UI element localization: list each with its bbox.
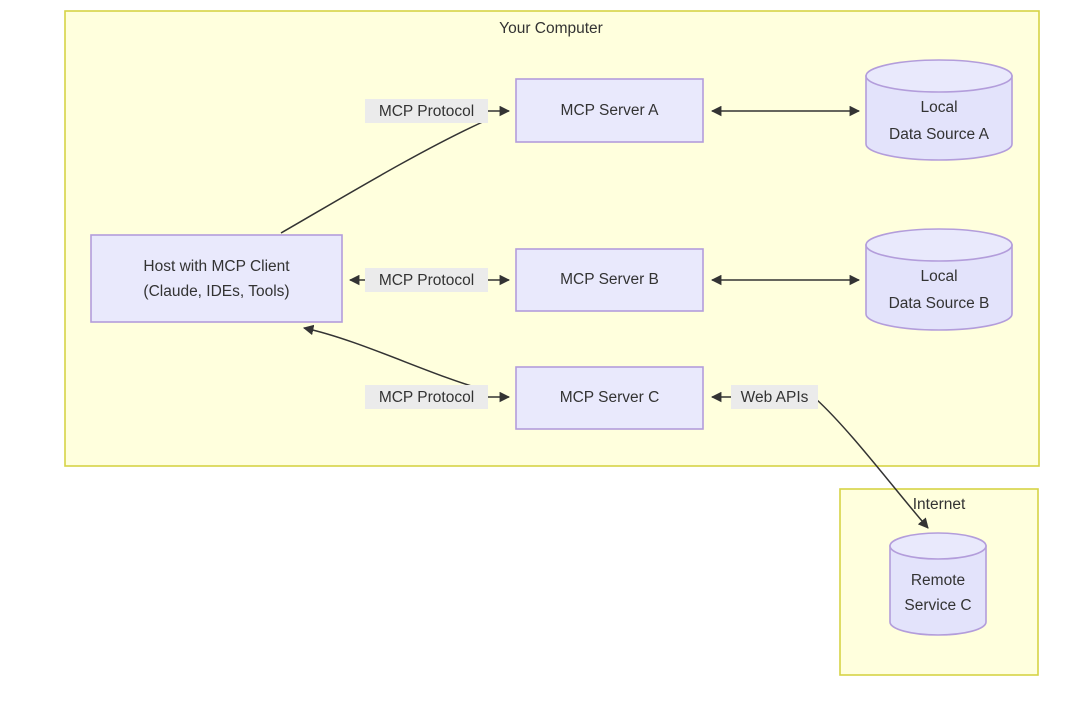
node-host-with-mcp-client[interactable]: Host with MCP Client (Claude, IDEs, Tool… (90, 234, 343, 323)
your-computer-label: Your Computer (499, 20, 603, 37)
mcp-server-c-box[interactable] (515, 366, 704, 430)
group-internet: Internet (839, 488, 1039, 676)
node-mcp-server-c[interactable]: MCP Server C (515, 366, 704, 430)
edge-host-to-server-c (302, 324, 511, 403)
edge-host-to-server-a (280, 105, 511, 234)
mcp-server-a-box[interactable] (515, 78, 704, 143)
host-label-line1: Host with MCP Client (143, 258, 290, 275)
edge-label-host-to-server-a: MCP Protocol (365, 99, 488, 123)
edge-label-host-to-server-b-bg (365, 268, 488, 292)
local-data-source-a-body[interactable] (865, 75, 1013, 161)
local-data-source-b-body[interactable] (865, 244, 1013, 331)
node-local-data-source-a[interactable]: Local Data Source A (865, 59, 1013, 161)
remote-service-c-label-line1: Remote (911, 572, 965, 589)
node-local-data-source-b[interactable]: Local Data Source B (865, 228, 1013, 331)
edge-label-host-to-server-c-text: MCP Protocol (379, 389, 474, 406)
edge-host-to-server-a-curve (280, 119, 488, 234)
host-box[interactable] (90, 234, 343, 323)
edge-label-web-apis: Web APIs (731, 385, 818, 409)
node-remote-service-c[interactable]: Remote Service C (889, 532, 987, 636)
edge-label-host-to-server-a-text: MCP Protocol (379, 103, 474, 120)
remote-service-c-body[interactable] (889, 545, 987, 636)
edge-label-host-to-server-c: MCP Protocol (365, 385, 488, 409)
local-data-source-a-label-line1: Local (920, 99, 957, 116)
host-label-line2: (Claude, IDEs, Tools) (143, 283, 289, 300)
edge-label-host-to-server-c-bg (365, 385, 488, 409)
mcp-server-c-label: MCP Server C (560, 389, 660, 406)
local-data-source-a-top[interactable] (865, 59, 1013, 93)
mcp-server-a-label: MCP Server A (561, 102, 660, 119)
edge-label-host-to-server-b: MCP Protocol (365, 268, 488, 292)
edge-remote-service-c-to-server-c (710, 391, 929, 529)
remote-service-c-label-line2: Service C (904, 597, 971, 614)
remote-service-c-top[interactable] (889, 532, 987, 560)
edge-label-host-to-server-a-bg (365, 99, 488, 123)
edge-label-host-to-server-b-text: MCP Protocol (379, 272, 474, 289)
edge-host-to-server-c-curve (302, 324, 486, 391)
local-data-source-a-label-line2: Data Source A (889, 126, 990, 143)
internet-label: Internet (913, 496, 966, 513)
local-data-source-b-label-line2: Data Source B (889, 295, 990, 312)
internet-boundary (839, 488, 1039, 676)
edge-label-web-apis-text: Web APIs (741, 389, 809, 406)
node-mcp-server-a[interactable]: MCP Server A (515, 78, 704, 143)
local-data-source-b-label-line1: Local (920, 268, 957, 285)
edge-label-web-apis-bg (731, 385, 818, 409)
node-mcp-server-b[interactable]: MCP Server B (515, 248, 704, 312)
mcp-server-b-box[interactable] (515, 248, 704, 312)
edge-web-apis-curve (815, 398, 929, 529)
local-data-source-b-top[interactable] (865, 228, 1013, 262)
mcp-server-b-label: MCP Server B (560, 271, 659, 288)
